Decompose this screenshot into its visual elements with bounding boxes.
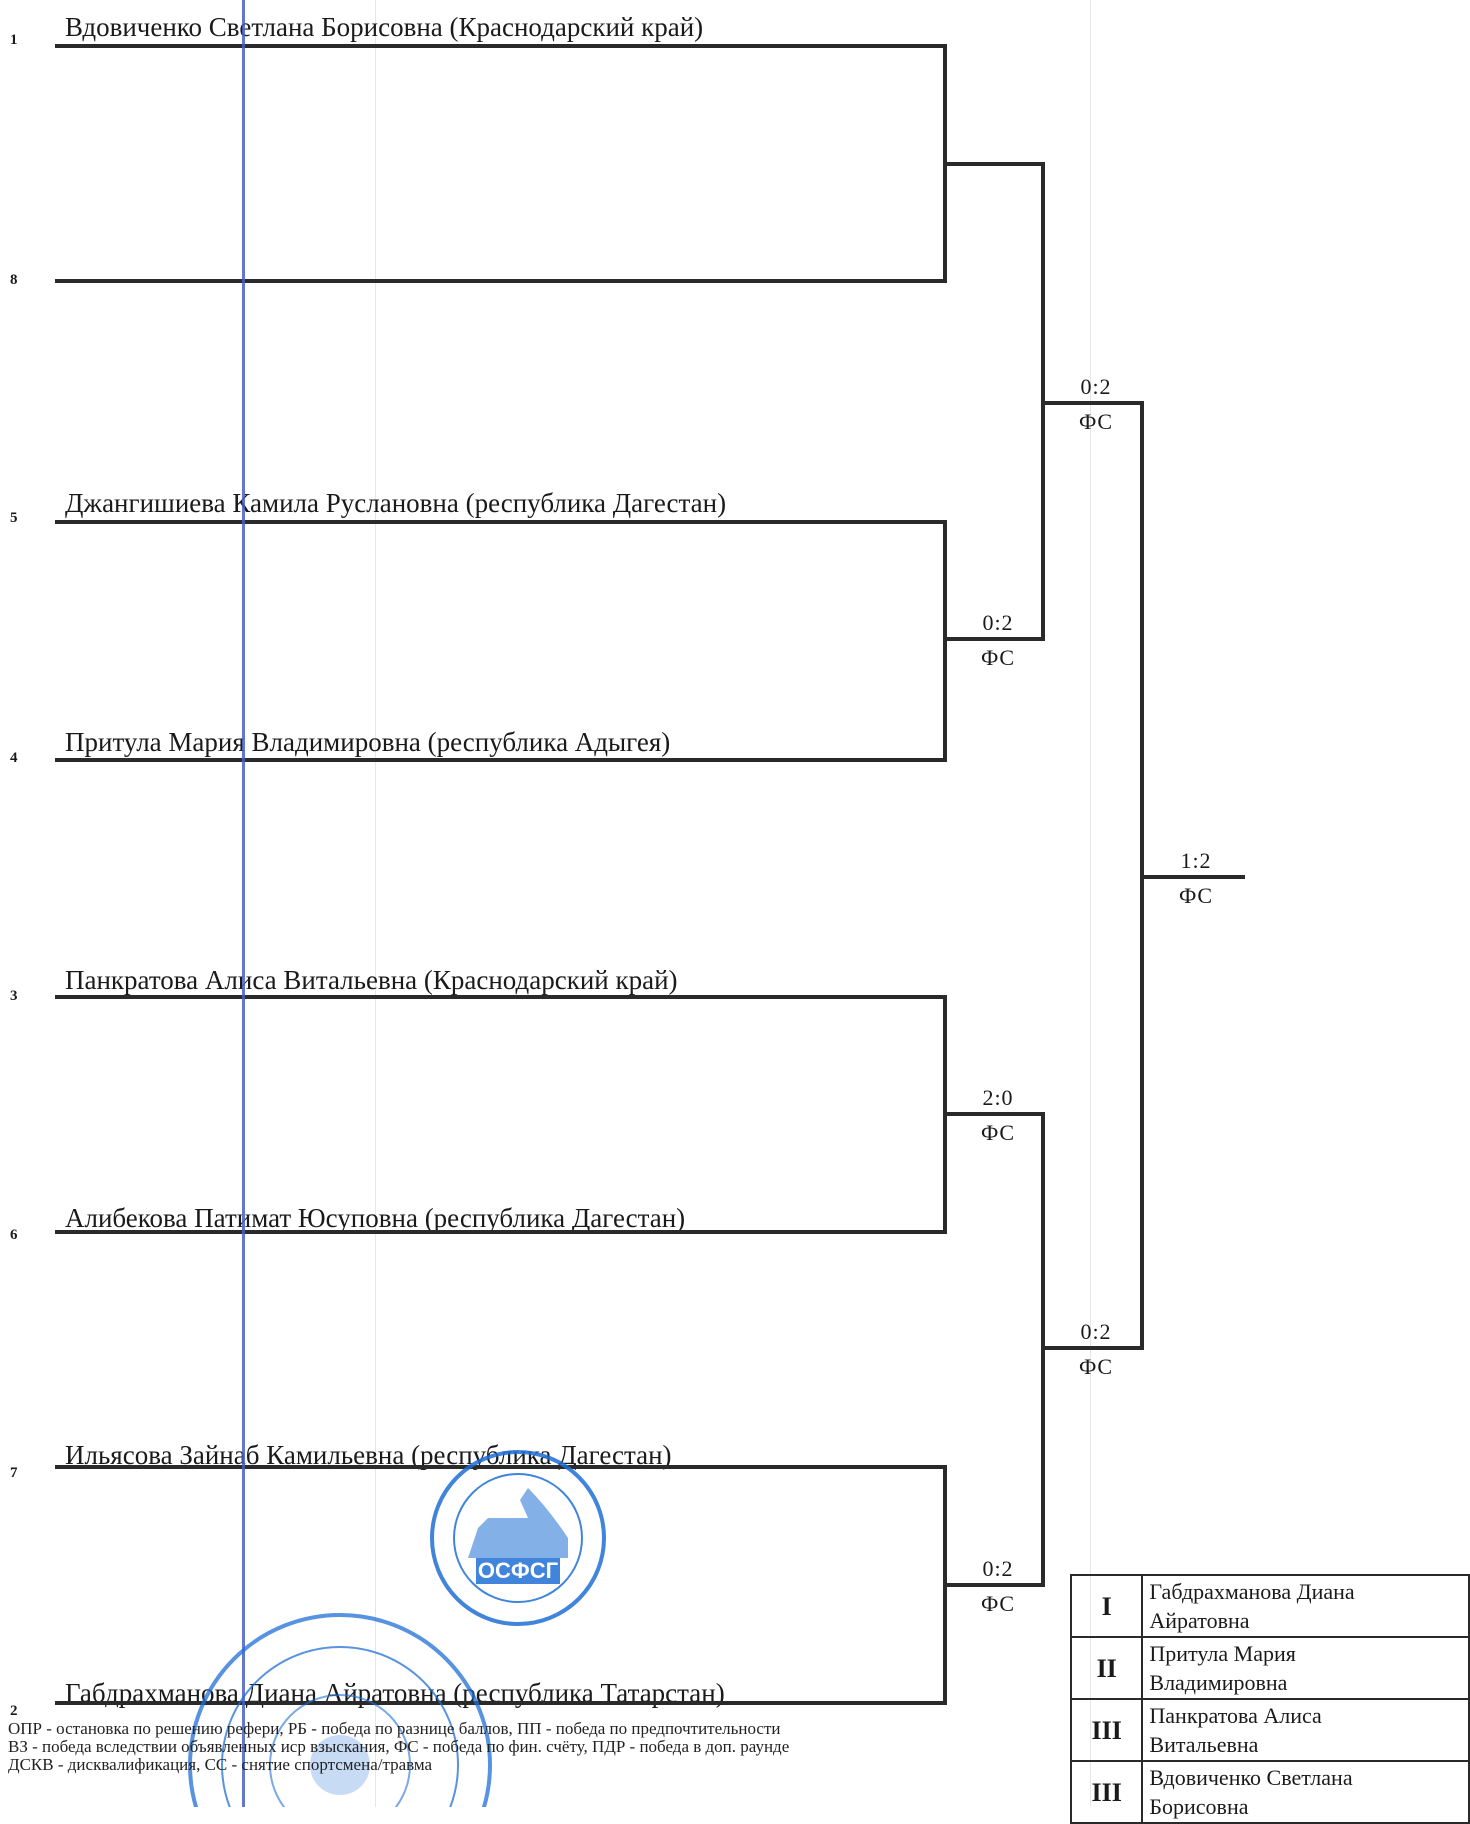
winner-name: Притула Мария Владимировна [1141, 1636, 1470, 1700]
winner-name-line: Панкратова Алиса [1149, 1703, 1322, 1728]
stamp-logo-text: ОСФСГ [478, 1558, 559, 1583]
bracket-line [55, 758, 947, 762]
seed-number: 5 [10, 510, 18, 526]
seed-number: 6 [10, 1227, 18, 1243]
match-method: ФС [1078, 409, 1114, 434]
legend-line: ВЗ - победа вследствии объявленных иср в… [8, 1737, 790, 1756]
winner-name-line: Владимировна [1149, 1670, 1288, 1695]
seed-number: 3 [10, 988, 18, 1004]
result-row: III Панкратова Алиса Витальевна [1069, 1698, 1470, 1762]
bracket-line [943, 637, 1045, 641]
bracket-line [55, 44, 947, 48]
seed-number: 1 [10, 32, 18, 48]
match-method: ФС [980, 1120, 1016, 1145]
result-row: II Притула Мария Владимировна [1069, 1636, 1470, 1700]
winner-name-line: Айратовна [1149, 1608, 1250, 1633]
place-number: III [1069, 1760, 1144, 1824]
match-method: ФС [1078, 1354, 1114, 1379]
match-score: 0:2 [1080, 1319, 1112, 1344]
place-number: III [1069, 1698, 1144, 1762]
results-table: I Габдрахманова Диана Айратовна II Приту… [1069, 1574, 1470, 1824]
winner-name: Панкратова Алиса Витальевна [1141, 1698, 1470, 1762]
bracket-line [1140, 875, 1245, 879]
bracket-line [1041, 401, 1144, 405]
winner-name-line: Витальевна [1149, 1732, 1259, 1757]
participant-name: Алибекова Патимат Юсуповна (республика Д… [65, 1203, 686, 1233]
seed-number: 4 [10, 750, 18, 766]
match-score: 0:2 [982, 610, 1014, 635]
bracket-line [943, 1583, 1045, 1587]
bracket-line [55, 1465, 947, 1469]
margin-rule-line [242, 0, 245, 1807]
page-guide-line [1090, 0, 1091, 1807]
participant-name: Притула Мария Владимировна (республика А… [65, 727, 671, 757]
match-method: ФС [980, 1591, 1016, 1616]
participant-name: Вдовиченко Светлана Борисовна (Краснодар… [65, 12, 704, 42]
winner-name-line: Габдрахманова Диана [1149, 1579, 1355, 1604]
federation-stamp: ОСФСГ [430, 1450, 606, 1626]
place-number: I [1069, 1574, 1144, 1638]
result-row: III Вдовиченко Светлана Борисовна [1069, 1760, 1470, 1824]
bracket-connector [943, 520, 947, 762]
seed-number: 8 [10, 272, 18, 288]
match-score: 0:2 [1080, 374, 1112, 399]
thumbs-up-icon [468, 1488, 568, 1558]
match-method: ФС [980, 645, 1016, 670]
winner-name-line: Притула Мария [1149, 1641, 1296, 1666]
final-method: ФС [1178, 883, 1214, 908]
participant-name: Панкратова Алиса Витальевна (Краснодарск… [65, 965, 678, 995]
emblem-icon [310, 1735, 370, 1795]
winner-name: Вдовиченко Светлана Борисовна [1141, 1760, 1470, 1824]
winner-name: Габдрахманова Диана Айратовна [1141, 1574, 1470, 1638]
legend-line: ДСКВ - дисквалификация, СС - снятие спор… [8, 1755, 433, 1774]
bracket-line [55, 995, 947, 999]
bracket-line [55, 279, 947, 283]
seed-number: 2 [10, 1703, 18, 1719]
final-score: 1:2 [1180, 848, 1212, 873]
match-score: 0:2 [982, 1556, 1014, 1581]
legend-line: ОПР - остановка по решению рефери, РБ - … [8, 1719, 781, 1738]
bracket-line [943, 162, 1045, 166]
bracket-line [55, 520, 947, 524]
match-score: 2:0 [982, 1085, 1014, 1110]
abbreviation-legend: ОПР - остановка по решению рефери, РБ - … [8, 1720, 789, 1774]
bracket-line [55, 1701, 947, 1705]
participant-name: Джангишиева Камила Руслановна (республик… [65, 488, 727, 518]
bracket-line [55, 1230, 947, 1234]
winner-name-line: Вдовиченко Светлана [1149, 1765, 1353, 1790]
bracket-line [1041, 1346, 1144, 1350]
school-stamp [188, 1613, 492, 1807]
place-number: II [1069, 1636, 1144, 1700]
result-row: I Габдрахманова Диана Айратовна [1069, 1574, 1470, 1638]
participant-name: Ильясова Зайнаб Камильевна (республика Д… [65, 1440, 672, 1470]
seed-number: 7 [10, 1465, 18, 1481]
bracket-line [943, 1112, 1045, 1116]
page-guide-line [375, 0, 376, 1807]
